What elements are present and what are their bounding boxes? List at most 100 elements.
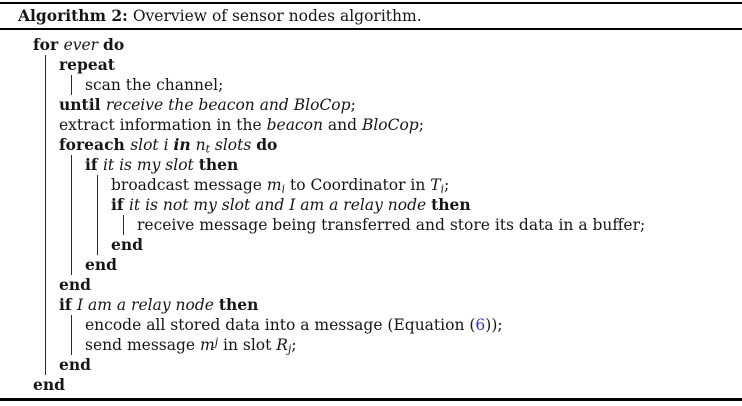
block-indent-rule: [45, 295, 46, 316]
text-run: in: [173, 135, 191, 155]
text-run: T: [430, 176, 441, 195]
algorithm-line: if I am a relay node then: [0, 295, 742, 316]
block-indent-rule: [45, 75, 46, 96]
text-run: then: [198, 155, 239, 175]
text-run: ;: [418, 116, 424, 135]
text-run: encode all stored data into a message (E…: [85, 316, 476, 335]
text-run: ;: [350, 96, 356, 115]
text-run: ;: [444, 176, 450, 195]
text-run: slots: [209, 136, 257, 155]
block-indent-rule: [45, 255, 46, 276]
text-run: end: [85, 255, 117, 275]
text-run: scan the channel;: [85, 76, 224, 95]
algorithm-line: end: [0, 255, 742, 276]
algorithm-line: for ever do: [0, 35, 742, 55]
text-run: in slot: [218, 336, 277, 355]
algorithm-line: until receive the beacon and BloCop;: [0, 95, 742, 116]
top-rule: [0, 2, 742, 5]
block-indent-rule: [97, 215, 98, 236]
text-run: receive message being transferred and st…: [137, 216, 646, 235]
block-indent-rule: [97, 175, 98, 196]
block-indent-rule: [45, 215, 46, 236]
block-indent-rule: [45, 275, 46, 296]
text-run: then: [218, 295, 259, 315]
text-run: repeat: [59, 55, 115, 75]
text-run: if: [111, 195, 129, 215]
algorithm-line: foreach slot i in nt slots do: [0, 135, 742, 157]
algorithm-line: scan the channel;: [0, 75, 742, 96]
block-indent-rule: [97, 195, 98, 216]
text-run: do: [103, 35, 125, 55]
algorithm-line: receive message being transferred and st…: [0, 215, 742, 236]
block-indent-rule: [45, 55, 46, 76]
block-indent-rule: [45, 135, 46, 156]
text-run: I am a relay node: [76, 296, 219, 315]
text-run: BloCop: [361, 116, 419, 135]
text-run: send message: [85, 336, 201, 355]
algorithm-line: send message mj in slot Rj;: [0, 335, 742, 357]
algorithm-line: encode all stored data into a message (E…: [0, 315, 742, 336]
text-run: ));: [485, 316, 503, 335]
text-run: it is not my slot and I am a relay node: [128, 196, 432, 215]
equation-ref-link[interactable]: 6: [475, 316, 486, 335]
text-run: m: [200, 336, 215, 355]
text-run: then: [431, 195, 471, 215]
text-run: to Coordinator in: [285, 176, 431, 195]
block-indent-rule: [71, 335, 72, 356]
text-run: until: [59, 95, 106, 115]
text-run: if: [59, 295, 77, 315]
algorithm-line: end: [0, 375, 742, 395]
text-run: j: [214, 335, 219, 349]
block-indent-rule: [45, 115, 46, 136]
block-indent-rule: [71, 215, 72, 236]
text-run: R: [276, 336, 288, 355]
block-indent-rule: [45, 315, 46, 336]
algorithm-caption: Algorithm 2: Overview of sensor nodes al…: [0, 4, 742, 28]
block-indent-rule: [45, 355, 46, 376]
text-run: ever: [63, 36, 99, 55]
block-indent-rule: [45, 95, 46, 116]
block-indent-rule: [45, 235, 46, 256]
text-run: n: [190, 136, 206, 155]
text-run: beacon: [266, 116, 323, 135]
block-indent-rule: [71, 235, 72, 256]
text-run: extract information in the: [59, 116, 267, 135]
algorithm-line: if it is my slot then: [0, 155, 742, 176]
text-run: end: [59, 355, 91, 375]
text-run: end: [59, 275, 91, 295]
block-indent-rule: [45, 195, 46, 216]
text-run: i: [440, 183, 445, 197]
algorithm-label: Algorithm 2:: [18, 6, 128, 26]
algorithm-line: repeat: [0, 55, 742, 76]
algorithm-line: end: [0, 355, 742, 376]
text-run: slot i: [130, 136, 174, 155]
text-run: broadcast message: [111, 176, 267, 195]
text-run: i: [281, 183, 286, 197]
block-indent-rule: [97, 235, 98, 256]
caption-rule: [0, 28, 742, 31]
block-indent-rule: [71, 75, 72, 96]
text-run: m: [266, 176, 282, 195]
text-run: end: [33, 375, 65, 395]
block-indent-rule: [71, 255, 72, 276]
text-run: for: [33, 35, 64, 55]
block-indent-rule: [45, 335, 46, 356]
text-run: ;: [291, 336, 297, 355]
text-run: j: [287, 343, 292, 357]
text-run: end: [111, 235, 143, 255]
text-run: receive the beacon and BloCop: [105, 96, 351, 115]
algorithm-line: broadcast message mi to Coordinator in T…: [0, 175, 742, 197]
block-indent-rule: [45, 155, 46, 176]
text-run: it is my slot: [102, 156, 199, 175]
text-run: t: [205, 143, 210, 157]
block-indent-rule: [71, 315, 72, 336]
algorithm-line: if it is not my slot and I am a relay no…: [0, 195, 742, 216]
bottom-rule: [0, 398, 742, 401]
algorithm-line: end: [0, 275, 742, 296]
block-indent-rule: [71, 155, 72, 176]
text-run: foreach: [59, 135, 131, 155]
block-indent-rule: [71, 175, 72, 196]
algorithm-line: extract information in the beacon and Bl…: [0, 115, 742, 136]
